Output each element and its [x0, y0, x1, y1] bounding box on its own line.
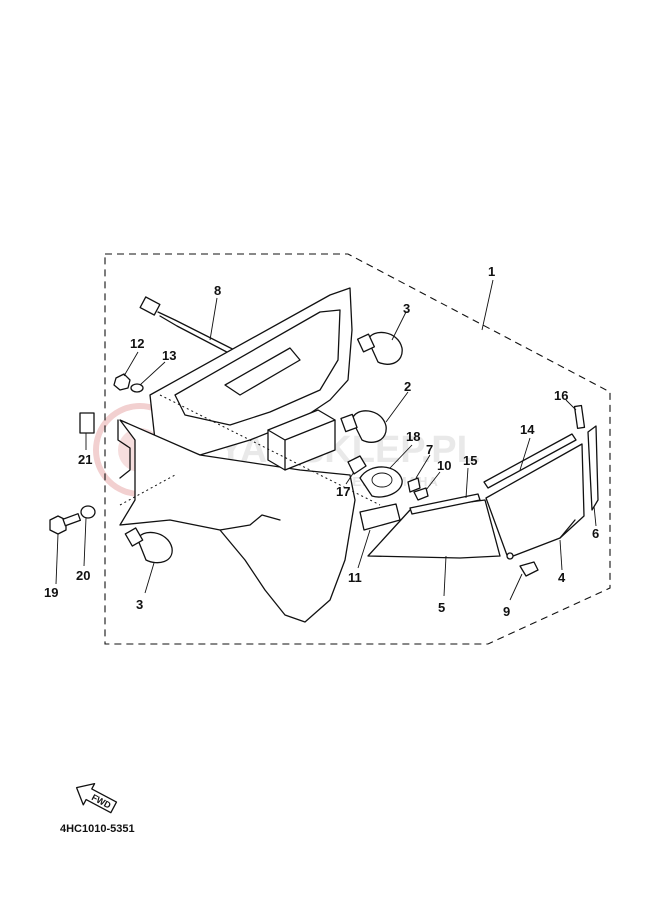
assembly-boundary: [104, 253, 611, 645]
leader-9: [509, 573, 523, 601]
callout-16: 16: [554, 388, 568, 403]
callout-5: 5: [438, 600, 445, 615]
fwd-arrow-icon: FWD: [75, 782, 118, 814]
leader-4: [559, 539, 563, 571]
strip-15: [409, 467, 481, 515]
leader-7: [415, 454, 431, 479]
callout-18: 18: [406, 429, 420, 444]
lens-4: [485, 443, 585, 571]
bulb-3-upper: [356, 311, 407, 365]
guide-line-a: [159, 394, 381, 506]
tail-light-housing: [117, 287, 356, 623]
bulb-3-lower: [124, 527, 173, 594]
leader-5: [443, 555, 447, 597]
callout-13: 13: [162, 348, 176, 363]
guide-line-b: [119, 474, 176, 506]
leader-18: [389, 444, 413, 469]
diagram-code: 4HC1010-5351: [60, 823, 135, 835]
piece-16: [565, 399, 586, 429]
lens-4-mount-hole: [506, 552, 514, 560]
leader-6: [593, 505, 597, 527]
strip-14: [483, 433, 577, 489]
harness-connector: [139, 296, 161, 316]
socket-17: [345, 455, 367, 485]
bulb-2: [340, 391, 409, 443]
leader-13: [139, 361, 166, 386]
side-piece-6: [587, 425, 599, 527]
lens-5: [367, 499, 501, 597]
housing-lower-fender: [119, 419, 356, 623]
connector-box-edges: [267, 419, 336, 471]
callout-1: 1: [488, 264, 495, 279]
callout-19: 19: [44, 585, 58, 600]
gasket-18: [359, 444, 413, 498]
callout-9: 9: [503, 604, 510, 619]
housing-opening: [174, 309, 341, 426]
bolt-19: [49, 513, 82, 585]
callout-20: 20: [76, 568, 90, 583]
leader-3-upper: [391, 311, 407, 341]
leader-15: [465, 467, 469, 499]
screw-9: [509, 561, 539, 601]
callout-15: 15: [463, 453, 477, 468]
callout-21: 21: [78, 452, 92, 467]
callout-12: 12: [130, 336, 144, 351]
callout-10: 10: [437, 458, 451, 473]
callout-labels: 1 2 3 3 4 5 6 7 8 9 10 11 12 13 14 15 16…: [44, 264, 599, 619]
washer-13: [130, 361, 166, 393]
callout-6: 6: [592, 526, 599, 541]
callout-4: 4: [558, 570, 566, 585]
callout-3-upper: 3: [403, 301, 410, 316]
housing-rib: [219, 514, 281, 531]
housing-side-bracket: [117, 419, 131, 479]
leader-14: [519, 437, 531, 471]
callout-11: 11: [348, 570, 362, 585]
leader-10: [425, 471, 441, 491]
collar-20: [80, 505, 96, 567]
leader-20: [83, 517, 87, 567]
callout-7: 7: [426, 442, 433, 457]
leader-19: [55, 533, 59, 585]
leader-16: [565, 399, 577, 411]
callout-3-lower: 3: [136, 597, 143, 612]
housing-window: [224, 347, 301, 396]
leader-8: [209, 297, 218, 341]
leader-2: [385, 391, 409, 423]
screw-7: [407, 454, 431, 493]
leader-12: [123, 351, 139, 377]
callout-14: 14: [520, 422, 535, 437]
leader-17: [345, 471, 355, 485]
callout-2: 2: [404, 379, 411, 394]
leader-3-lower: [144, 562, 155, 594]
leader-11: [357, 529, 371, 569]
callout-8: 8: [214, 283, 221, 298]
clip-21: [79, 412, 95, 450]
screw-10: [413, 471, 441, 501]
leader-1: [481, 279, 494, 331]
nut-12: [113, 351, 139, 391]
callout-17: 17: [336, 484, 350, 499]
